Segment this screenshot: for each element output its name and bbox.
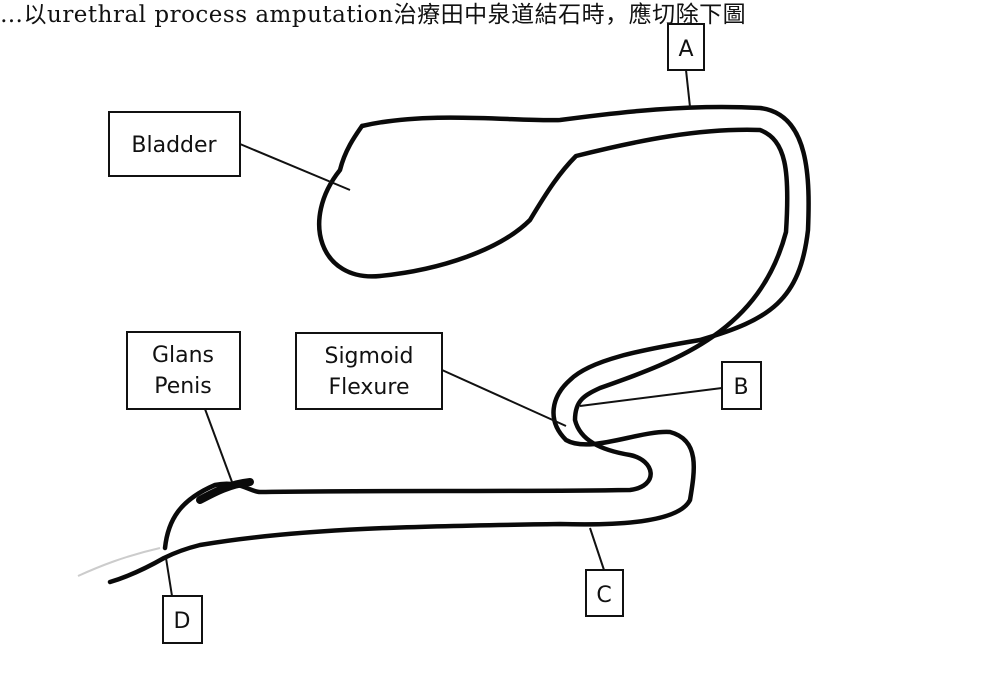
label-point-d: D [162,595,203,644]
leader-b [579,387,723,407]
label-c-box [585,569,624,617]
label-b-text: B [733,375,748,400]
label-glans-penis: Glans Penis [126,331,241,410]
glans-thickening [196,478,254,504]
label-bladder-text: Bladder [131,133,217,158]
leader-bladder [239,143,351,191]
label-c-text: C [596,583,611,608]
label-glans-box [126,331,241,410]
leader-d [165,557,173,597]
label-point-b: B [721,361,762,410]
leader-a [685,69,691,108]
question-caption: …以urethral process amputation治療田中泉道結石時，應… [0,2,747,28]
label-glans-line2: Penis [154,374,212,399]
label-d-box [162,595,203,644]
label-sigmoid-line1: Sigmoid [324,344,413,369]
label-glans-line1: Glans [152,343,214,368]
label-b-box [721,361,762,410]
leader-glans [204,408,233,483]
label-sigmoid-line2: Flexure [329,375,410,400]
urinary-tract-outer-outline [107,104,811,585]
label-d-text: D [174,609,191,634]
label-bladder-box [108,111,241,177]
urethral-tip-faint-line [77,547,161,577]
label-a-text: A [678,37,693,62]
leader-c [589,527,605,571]
urinary-tract-inner-outline [162,123,790,551]
label-sigmoid-flexure: Sigmoid Flexure [295,332,443,410]
label-bladder: Bladder [108,111,241,177]
label-point-c: C [585,569,624,617]
label-point-a: A [667,23,705,71]
leader-sigmoid [441,369,567,427]
